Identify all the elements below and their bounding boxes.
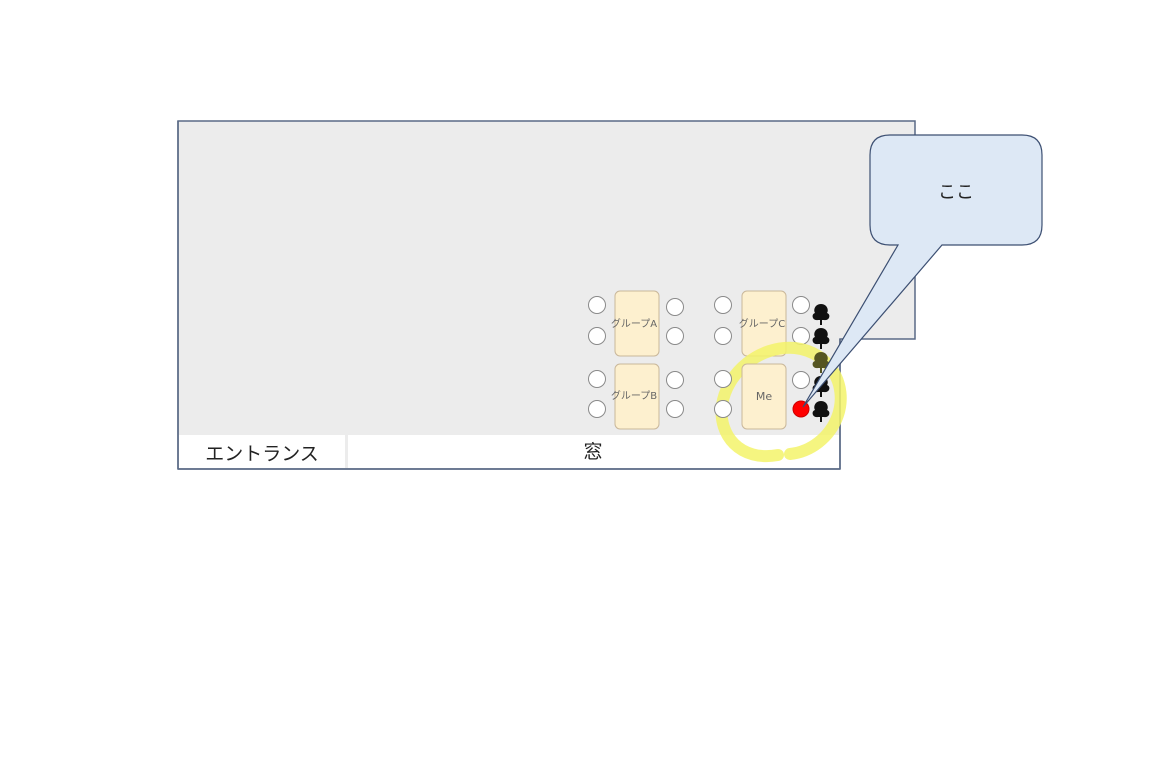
seat[interactable] [666, 371, 684, 389]
table-me[interactable] [741, 363, 787, 430]
table-b-label: グループB [611, 389, 657, 402]
floor-plan: エントランス 窓 [177, 120, 916, 470]
tree-icon [812, 328, 830, 349]
entrance-area [179, 435, 345, 468]
tree-icon [812, 304, 830, 325]
seat[interactable] [588, 400, 606, 418]
table-me-label: Me [756, 390, 772, 403]
callout: ここ [802, 134, 1043, 408]
seat[interactable] [588, 327, 606, 345]
seat[interactable] [588, 370, 606, 388]
seat[interactable] [666, 298, 684, 316]
table-a[interactable] [614, 290, 660, 357]
seat[interactable] [588, 296, 606, 314]
table-group-c[interactable]: グループC [714, 290, 810, 357]
callout-text: ここ [938, 182, 974, 203]
table-group-a[interactable]: グループA [588, 290, 684, 357]
floor-area [177, 120, 916, 470]
table-group-b[interactable]: グループB [588, 363, 684, 430]
callout-bubble [802, 134, 1043, 408]
seat[interactable] [792, 296, 810, 314]
seat[interactable] [714, 400, 732, 418]
window-label: 窓 [583, 441, 602, 463]
seat[interactable] [666, 400, 684, 418]
seat[interactable] [792, 327, 810, 345]
highlight-ring [715, 341, 847, 463]
seat[interactable] [714, 370, 732, 388]
entrance-label: エントランス [205, 443, 319, 465]
seat[interactable] [792, 371, 810, 389]
seat[interactable] [714, 296, 732, 314]
table-b[interactable] [614, 363, 660, 430]
table-a-label: グループA [611, 317, 657, 330]
tree-icon [812, 401, 830, 422]
seat[interactable] [714, 327, 732, 345]
table-c-label: グループC [739, 317, 785, 330]
tree-icon [812, 352, 830, 373]
seat[interactable] [666, 327, 684, 345]
